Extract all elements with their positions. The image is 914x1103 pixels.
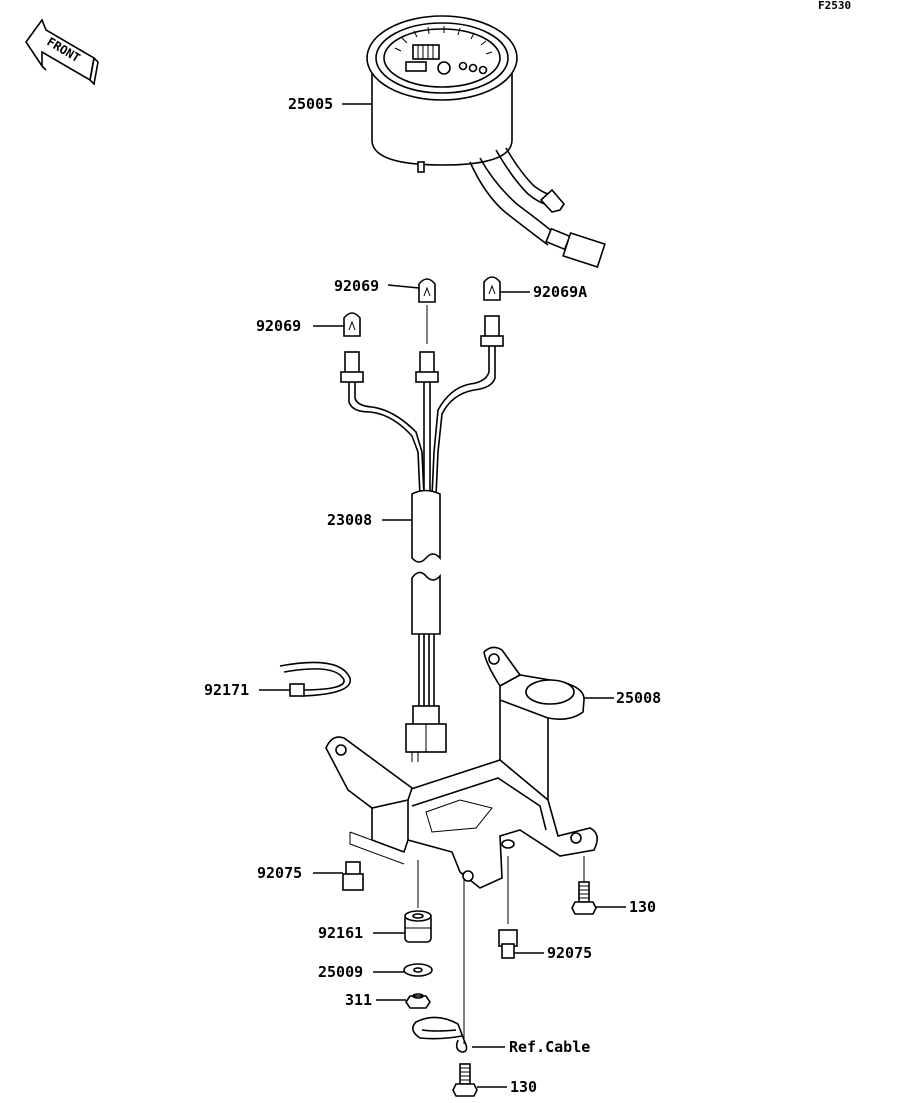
label-311: 311 xyxy=(345,991,372,1009)
sheet-id: F2530 xyxy=(818,0,851,12)
front-arrow-icon: FRONT xyxy=(25,18,99,86)
bolt-right xyxy=(571,881,597,915)
bulb-right xyxy=(483,276,501,301)
label-92171: 92171 xyxy=(204,681,249,699)
band-clamp xyxy=(279,661,351,697)
label-92075-left: 92075 xyxy=(257,864,302,882)
label-25009: 25009 xyxy=(318,963,363,981)
cable-clamp xyxy=(412,1016,468,1053)
speedometer-assembly xyxy=(366,15,606,268)
label-130-bottom: 130 xyxy=(510,1078,537,1096)
washer xyxy=(403,963,433,977)
bulb-top xyxy=(418,278,436,303)
rubber-damper xyxy=(404,910,432,943)
wiring-harness xyxy=(340,315,504,762)
label-92069-left: 92069 xyxy=(256,317,301,335)
label-23008: 23008 xyxy=(327,511,372,529)
label-25005: 25005 xyxy=(288,95,333,113)
collar-right xyxy=(498,929,518,959)
label-92075-right: 92075 xyxy=(547,944,592,962)
nut xyxy=(405,993,431,1009)
bolt-bottom xyxy=(452,1063,478,1097)
bulb-left xyxy=(343,312,361,337)
label-130-right: 130 xyxy=(629,898,656,916)
label-92069A: 92069A xyxy=(533,283,587,301)
meter-bracket xyxy=(325,646,598,889)
label-92161: 92161 xyxy=(318,924,363,942)
collar-left xyxy=(342,861,364,891)
label-92069-top: 92069 xyxy=(334,277,379,295)
label-ref-cable: Ref.Cable xyxy=(509,1038,590,1056)
label-25008: 25008 xyxy=(616,689,661,707)
